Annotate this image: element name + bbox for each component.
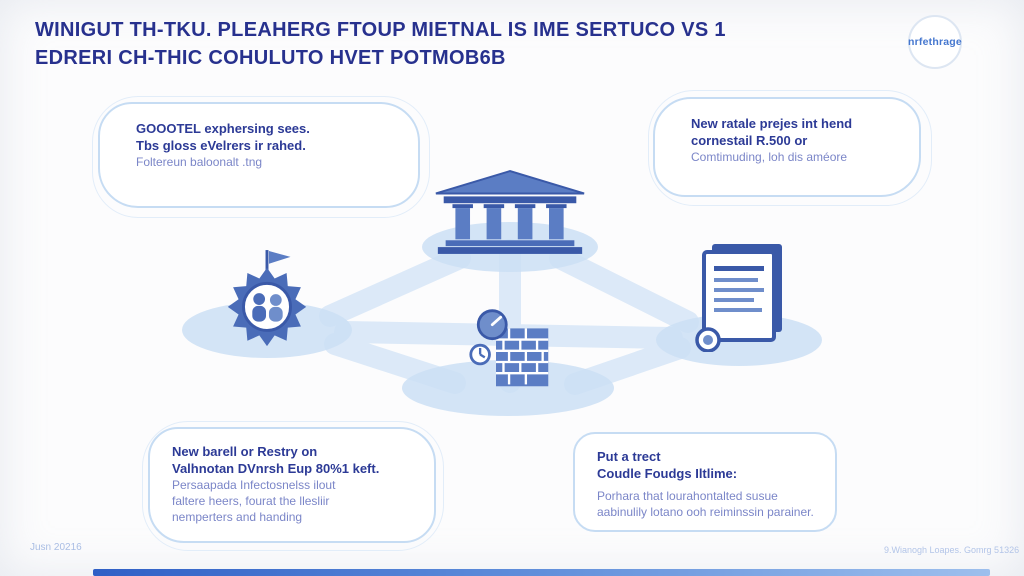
footer-date: Jusn 20216 [30,542,82,553]
ribbon-top-to-right [549,247,699,333]
footer-credit: 9.Wianogh Loapes. Gomrg 51326 [884,545,1020,555]
callout-top-right: New ratale prejes int hend cornestail R.… [653,97,921,197]
brand-logo-text: nrfethrage [908,36,962,48]
bank-building-icon [435,170,585,254]
title-line-2: EDRERI CH-THIC COHULUTO HVET POTMOB6B [35,47,506,69]
callout-body: nemperters and handing [172,510,303,524]
brand-logo: nrfethrage [908,15,962,69]
callout-heading: GOOOTEL exphersing sees. [136,121,310,136]
callout-body: aabinulily lotano ooh reiminssin paraine… [597,505,814,519]
cloud-outline-decoration [648,90,932,206]
callout-body: Persaapada Infectosnelss ilout [172,478,336,492]
bottom-accent-bar [93,569,990,576]
callout-heading: Coudle Foudgs Iltlime: [597,466,738,481]
documents-icon [695,244,782,352]
callout-heading: New barell or Restry on [172,444,318,459]
platform-ellipse-top [422,222,598,272]
brick-wall-gauge-icon [469,309,549,387]
title-line-1: WINIGUT TH-TKU. PLEAHERG FTOUP MIETNAL I… [35,19,726,41]
callout-heading: cornestail R.500 or [691,133,808,148]
callout-heading: Valhnotan DVnrsh Eup 80%1 keft. [172,461,380,476]
callout-top-left: GOOOTEL exphersing sees. Tbs gloss eVelr… [98,102,420,208]
badge-star-icon [227,250,307,347]
callout-body: Porhara that lourahontalted susue [597,489,778,503]
callout-body: Comtimuding, loh dis améore [691,150,848,164]
cloud-outline-decoration [142,421,444,551]
callout-body: Foltereun baloonalt .tng [136,155,263,169]
page-title: WINIGUT TH-TKU. PLEAHERG FTOUP MIETNAL I… [35,16,755,72]
callout-bottom-right: Put a trect Coudle Foudgs Iltlime: Porha… [573,432,837,532]
callout-heading: Tbs gloss eVelrers ir rahed. [136,138,306,153]
cloud-outline-decoration [92,96,430,218]
callout-heading: Put a trect [597,449,661,464]
callout-bottom-left: New barell or Restry on Valhnotan DVnrsh… [148,427,436,543]
ribbon-left-to-top [319,247,471,327]
callout-heading: New ratale prejes int hend [691,116,853,131]
callout-body: faltere heers, fourat the llesliir [172,494,330,508]
